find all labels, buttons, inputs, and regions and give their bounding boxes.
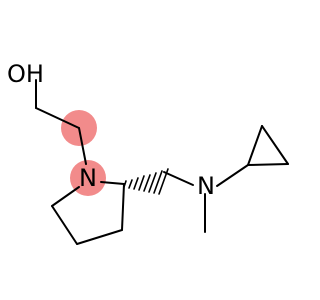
molecule-structure: OH N N bbox=[7, 60, 289, 245]
bond-c2-n bbox=[100, 181, 125, 185]
bond-n-c5 bbox=[51, 186, 80, 207]
cyclopropyl-bond-2 bbox=[261, 125, 289, 165]
cyclopropyl-bond-1 bbox=[247, 125, 263, 166]
bond-c-c bbox=[35, 107, 80, 129]
bond-c-n bbox=[78, 127, 87, 165]
amine-nitrogen-label: N bbox=[197, 172, 215, 200]
bond-n-cyclopropyl bbox=[216, 164, 249, 187]
ring-nitrogen-label: N bbox=[79, 164, 97, 192]
bond-c4-c3 bbox=[76, 229, 123, 245]
stereo-hash-bond bbox=[123, 168, 169, 195]
bond-c3-c2 bbox=[121, 183, 125, 231]
bond-c5-c4 bbox=[51, 205, 78, 245]
bond-ch2-n bbox=[163, 171, 194, 186]
hydroxyl-label: OH bbox=[7, 60, 44, 88]
cyclopropyl-bond-3 bbox=[247, 163, 289, 166]
